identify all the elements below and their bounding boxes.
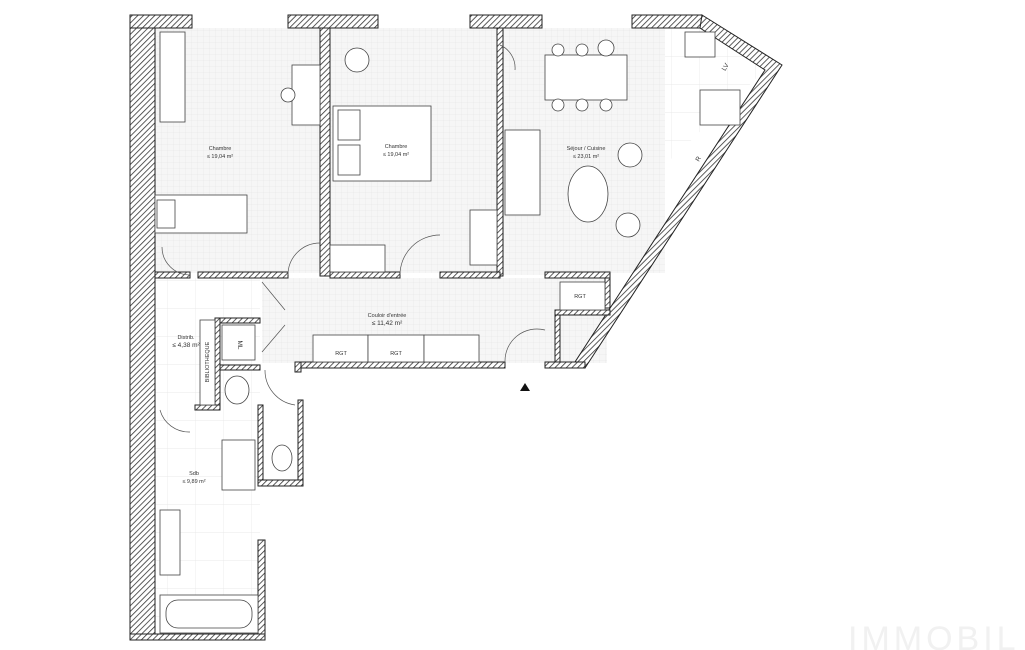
walls (129, 14, 783, 641)
rgt-label: RGT (574, 294, 586, 300)
door-swing (159, 409, 191, 433)
vanity (159, 509, 181, 576)
pillow (156, 199, 176, 229)
wardrobe (329, 244, 386, 273)
plan-element (423, 334, 480, 363)
door-swing (499, 44, 516, 71)
plan-element (221, 324, 256, 361)
plan-element (154, 271, 191, 279)
sofa (504, 129, 541, 216)
plan-element (214, 317, 261, 324)
shower (221, 439, 256, 491)
plan-element (554, 314, 561, 366)
plan-element (631, 14, 703, 29)
plan-element (257, 539, 266, 641)
door-swing (261, 281, 286, 353)
doors (159, 44, 546, 433)
door-swing (504, 328, 546, 363)
plan-element (257, 479, 304, 487)
room-area: ≤ 19,04 m² (383, 152, 409, 158)
room-labels: Chambre ≤ 19,04 m² Chambre ≤ 19,04 m² Sé… (172, 62, 731, 485)
plan-element (312, 334, 369, 363)
plan-element (554, 309, 611, 316)
cooktop (699, 89, 741, 126)
plan-element (214, 317, 221, 409)
armchair (615, 212, 641, 238)
plan-element (219, 364, 261, 371)
plan-element (604, 277, 611, 309)
room-name: Sdb (189, 471, 199, 477)
plan-element (199, 319, 216, 406)
plan-element (559, 281, 606, 311)
plan-element (319, 27, 331, 277)
room-area: ≤ 23,01 m² (573, 154, 599, 160)
plant-icon (344, 47, 370, 73)
r-label: R (694, 155, 703, 163)
plan-element (544, 361, 586, 369)
ml-label: ML (236, 340, 243, 349)
plan-element (129, 14, 193, 29)
plan-element (575, 98, 589, 112)
bibliotheque-label: BIBLIOTHEQUE (205, 341, 211, 382)
watermark: IMMOBIL (848, 620, 1020, 650)
plan-element (544, 271, 611, 279)
plan-element (257, 404, 264, 481)
wardrobe (159, 31, 186, 123)
room-area: ≤ 19,04 m² (207, 154, 233, 160)
plan-element (551, 98, 565, 112)
room-name: Séjour / Cuisine (567, 146, 606, 152)
plan-element (129, 633, 266, 641)
door-swing (287, 242, 321, 276)
room-name: Couloir d'entrée (368, 313, 407, 319)
room-area: ≤ 4,38 m² (172, 342, 200, 349)
plan-element (294, 361, 506, 369)
plan-element (197, 271, 289, 279)
plan-element (551, 43, 565, 57)
plan-element (165, 599, 253, 629)
rgt-label: RGT (390, 351, 402, 357)
plan-element (129, 14, 156, 641)
dining-table (544, 54, 628, 101)
room-name: Distrib. (177, 335, 195, 341)
sink (224, 375, 250, 405)
plan-element (194, 404, 221, 411)
plan-element (337, 109, 361, 141)
plan-element (287, 14, 379, 29)
room-name: Chambre (209, 146, 232, 152)
plan-element (439, 271, 501, 279)
room-area: ≤ 11,42 m² (372, 320, 403, 327)
plan-element (469, 14, 543, 29)
lv-label: LV (721, 62, 731, 73)
entrance-arrow-icon (520, 383, 530, 391)
plan-element (297, 399, 304, 481)
room-area: ≤ 9,89 m² (182, 479, 205, 485)
plan-element (337, 144, 361, 176)
door-swing (264, 369, 296, 406)
plan-element (597, 39, 615, 57)
plan-element (496, 27, 504, 277)
armchair (617, 142, 643, 168)
coffee-table (567, 165, 609, 223)
plan-element (684, 31, 716, 58)
room-name: Chambre (385, 144, 408, 150)
plan-element (599, 98, 613, 112)
desk (291, 64, 321, 126)
plan-element (367, 334, 425, 363)
furniture (154, 31, 741, 634)
plan-element (329, 271, 401, 279)
toilet (271, 444, 293, 472)
chair (280, 87, 296, 103)
door-swing (399, 234, 441, 276)
rgt-label: RGT (335, 351, 347, 357)
desk (469, 209, 498, 266)
plan-element (294, 361, 302, 373)
plan-element (575, 43, 589, 57)
door-swing (161, 246, 191, 276)
